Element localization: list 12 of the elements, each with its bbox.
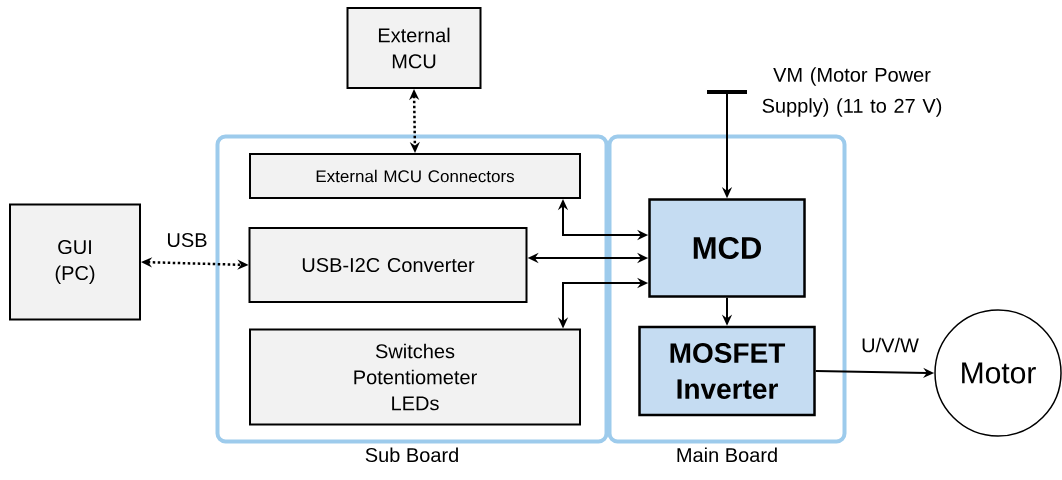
- block-box: USB-I2C Converter: [248, 227, 528, 303]
- node-label: Sub Board: [365, 447, 458, 463]
- chip-box: MOSFET Inverter: [638, 325, 816, 417]
- block-box: External MCU: [346, 7, 482, 89]
- edge-label: U/V/W: [860, 336, 920, 354]
- block-box: GUI (PC): [9, 203, 141, 321]
- supply-label: VM (Motor Power Supply) (11 to 27 V): [762, 67, 942, 117]
- edge-label: USB: [165, 231, 209, 249]
- block-box: External MCU Connectors: [249, 153, 581, 199]
- chip-box: MCD: [648, 198, 806, 298]
- block-box: Switches Potentiometer LEDs: [249, 328, 581, 426]
- node-label: Main Board: [677, 447, 777, 463]
